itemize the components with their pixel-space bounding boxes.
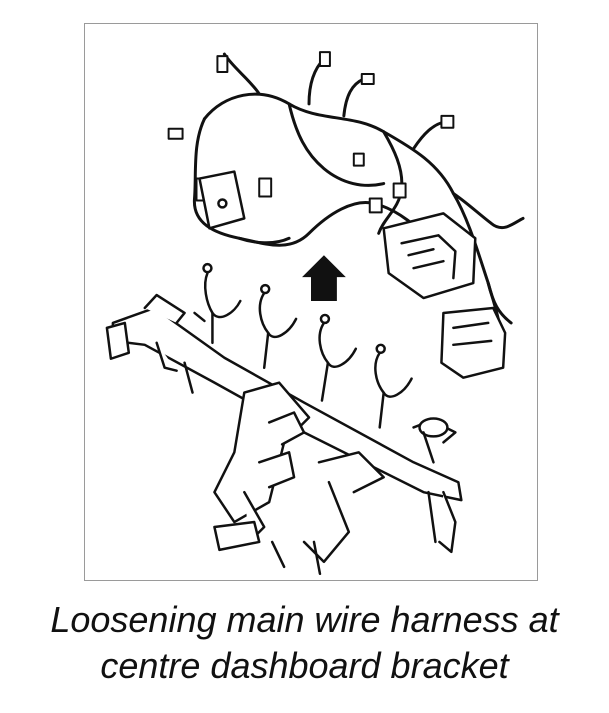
dashboard-bracket bbox=[105, 293, 463, 576]
up-arrow-icon bbox=[302, 255, 346, 302]
junction-block bbox=[382, 212, 507, 379]
wire-harness bbox=[193, 52, 525, 355]
harness-illustration bbox=[105, 51, 525, 576]
harness-connectors bbox=[167, 51, 455, 214]
figure-caption: Loosening main wire harness at centre da… bbox=[0, 597, 609, 689]
fuse-box bbox=[198, 170, 246, 230]
wire-clips bbox=[202, 262, 413, 429]
caption-line-2: centre dashboard bracket bbox=[100, 645, 509, 686]
caption-line-1: Loosening main wire harness at bbox=[50, 599, 559, 640]
figure-frame bbox=[84, 23, 538, 581]
